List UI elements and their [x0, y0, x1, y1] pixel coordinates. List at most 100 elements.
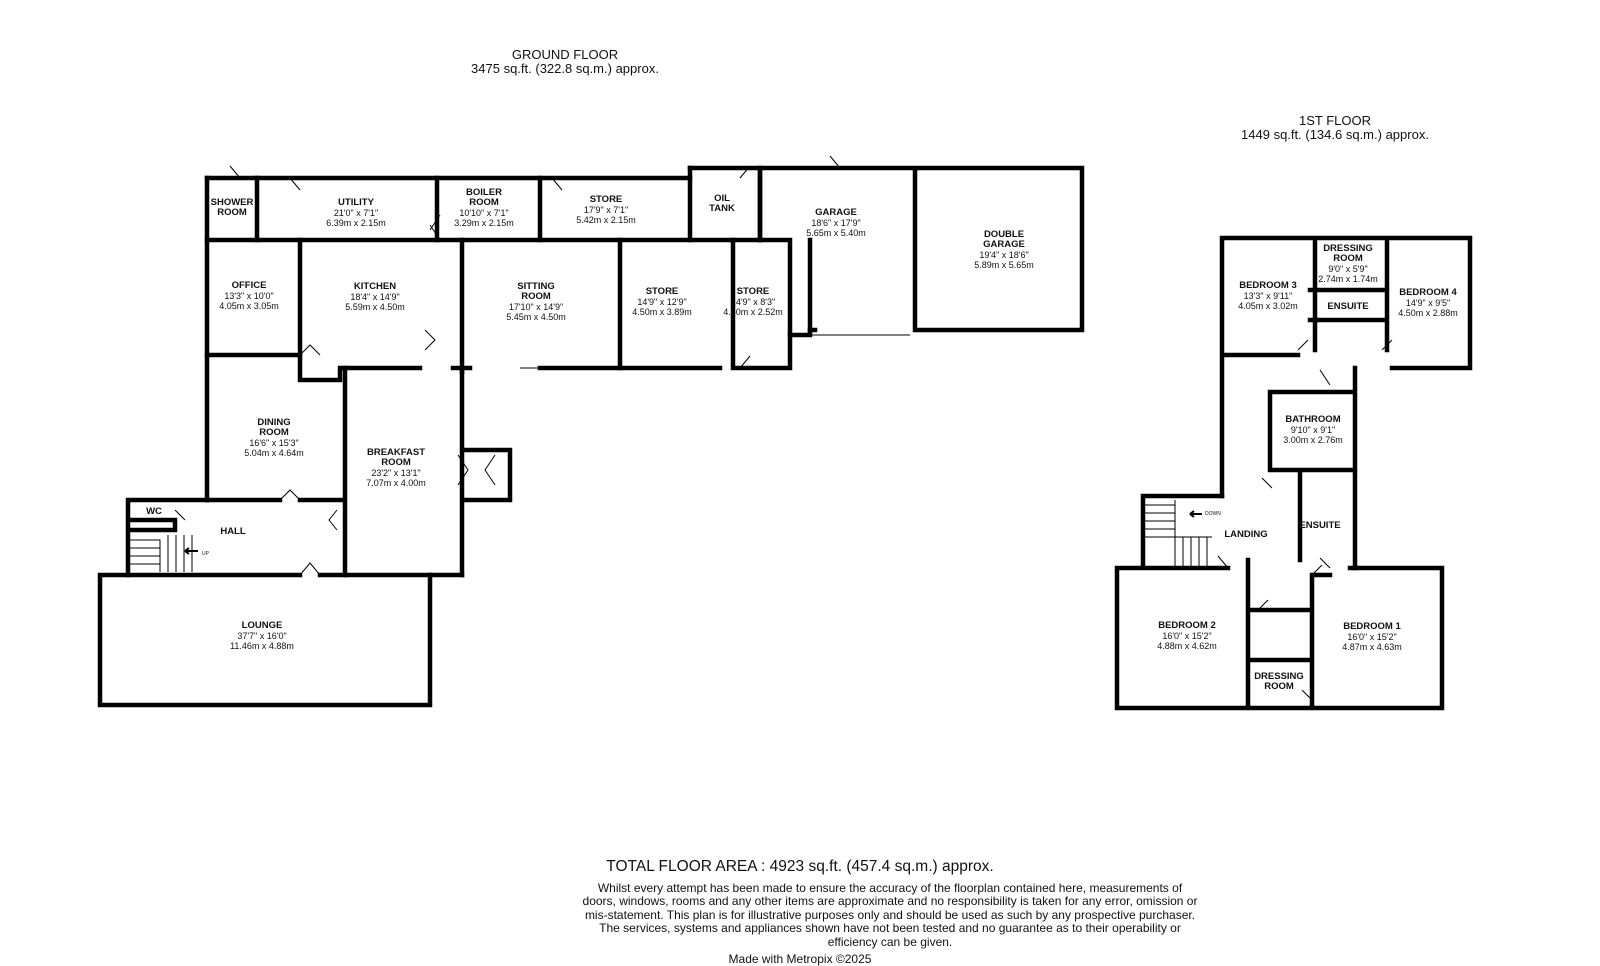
ground-floor-doors: [174, 155, 841, 576]
room-dimension: 17'10" x 14'9": [508, 302, 564, 312]
ground-floor-title: GROUND FLOOR: [511, 47, 619, 62]
room-label-hall: HALL: [220, 527, 245, 537]
room-dimension: 21'0" x 7'1": [333, 208, 379, 218]
room-name: DRESSING: [1254, 671, 1304, 682]
ground-floor-walls: [97, 165, 1085, 708]
room-dimension: 7.07m x 4.00m: [366, 478, 426, 488]
room-dimension: 5.65m x 5.40m: [806, 228, 866, 238]
room-dimension: 2.74m x 1.74m: [1318, 274, 1378, 284]
room-name: UTILITY: [338, 197, 374, 208]
room-dimension: 16'0" x 15'2": [1347, 632, 1397, 642]
room-dimension: 5.59m x 4.50m: [345, 302, 405, 312]
room-name: BOILER: [466, 187, 502, 198]
room-name: BEDROOM 4: [1399, 287, 1457, 298]
room-label-ensuite2: ENSUITE: [1299, 521, 1340, 531]
room-name: ROOM: [217, 207, 247, 218]
room-name: GARAGE: [983, 239, 1025, 250]
first-floor-stairs: [1145, 500, 1212, 566]
room-dimension: 4.50m x 2.88m: [1398, 308, 1458, 318]
room-label-landing: LANDING: [1224, 530, 1267, 540]
room-name: ROOM: [259, 427, 289, 438]
room-name: ENSUITE: [1299, 520, 1341, 531]
first-floor-walls: [1114, 235, 1473, 711]
room-dimension: 18'4" x 14'9": [350, 292, 400, 302]
first-floor-area: 1449 sq.ft. (134.6 sq.m.) approx.: [1241, 127, 1429, 142]
room-dimension: 18'6" x 17'9": [811, 218, 861, 228]
room-dimension: 23'2" x 13'1": [371, 468, 421, 478]
room-name: LOUNGE: [241, 620, 283, 631]
first-floor-header: 1ST FLOOR 1449 sq.ft. (134.6 sq.m.) appr…: [1220, 114, 1450, 142]
credit-text: Made with Metropix ©2025: [728, 952, 872, 966]
room-name: BEDROOM 1: [1343, 621, 1401, 632]
room-dimension: 13'3" x 9'11": [1243, 291, 1293, 301]
room-dimension: 4.05m x 3.02m: [1238, 301, 1298, 311]
room-dimension: 16'6" x 15'3": [249, 438, 299, 448]
room-dimension: 5.42m x 2.15m: [576, 215, 636, 225]
room-name: KITCHEN: [353, 281, 397, 292]
room-name: ENSUITE: [1327, 301, 1369, 312]
room-name: HALL: [220, 526, 246, 537]
room-dimension: 5.45m x 4.50m: [506, 312, 566, 322]
room-dimension: 3.00m x 2.76m: [1283, 435, 1343, 445]
stair-down-note: DOWN: [1205, 511, 1221, 517]
room-name: SHOWER: [210, 197, 254, 208]
room-dimension: 16'0" x 15'2": [1162, 631, 1212, 641]
room-name: GARAGE: [815, 207, 857, 218]
room-name: DINING: [257, 417, 291, 428]
room-name: WC: [146, 506, 162, 517]
room-dimension: 5.04m x 4.64m: [244, 448, 304, 458]
room-name: ROOM: [469, 197, 499, 208]
stair-up-note: UP: [202, 551, 209, 557]
room-dimension: 4.05m x 3.05m: [219, 301, 279, 311]
room-label-wc: WC: [146, 507, 162, 517]
first-floor-doors: [1217, 339, 1393, 701]
room-dimension: 9'0" x 5'9": [1328, 264, 1368, 274]
room-name: STORE: [736, 286, 770, 297]
room-dimension: 13'3" x 10'0": [224, 291, 274, 301]
room-dimension: 4.88m x 4.62m: [1157, 641, 1217, 651]
room-dimension: 14'9" x 9'5": [1405, 298, 1451, 308]
room-name: TANK: [709, 203, 735, 214]
room-name: DRESSING: [1323, 243, 1373, 254]
ground-floor-area: 3475 sq.ft. (322.8 sq.m.) approx.: [471, 61, 659, 76]
disclaimer-text: Whilst every attempt has been made to en…: [582, 881, 1198, 949]
room-name: LANDING: [1224, 529, 1268, 540]
room-dimension: 14'9" x 8'3": [730, 297, 776, 307]
room-name: DOUBLE: [983, 229, 1025, 240]
room-dimension: 6.39m x 2.15m: [326, 218, 386, 228]
room-dimension: 11.46m x 4.88m: [230, 641, 294, 651]
room-name: ROOM: [521, 291, 551, 302]
room-name: BEDROOM 3: [1239, 280, 1297, 291]
ground-floor-header: GROUND FLOOR 3475 sq.ft. (322.8 sq.m.) a…: [430, 48, 700, 76]
room-dimension: 19'4" x 18'6": [979, 250, 1029, 260]
room-dimension: 10'10" x 7'1": [459, 208, 509, 218]
room-name: OIL: [714, 193, 730, 204]
room-dimension: 17'9" x 7'1": [583, 205, 629, 215]
room-dimension: 5.89m x 5.65m: [974, 260, 1034, 270]
room-dimension: 4.50m x 2.52m: [723, 307, 783, 317]
room-name: ROOM: [1333, 253, 1363, 264]
room-name: SITTING: [517, 281, 555, 292]
room-dimension: 37'7" x 16'0": [237, 631, 287, 641]
room-name: ROOM: [1264, 681, 1294, 692]
